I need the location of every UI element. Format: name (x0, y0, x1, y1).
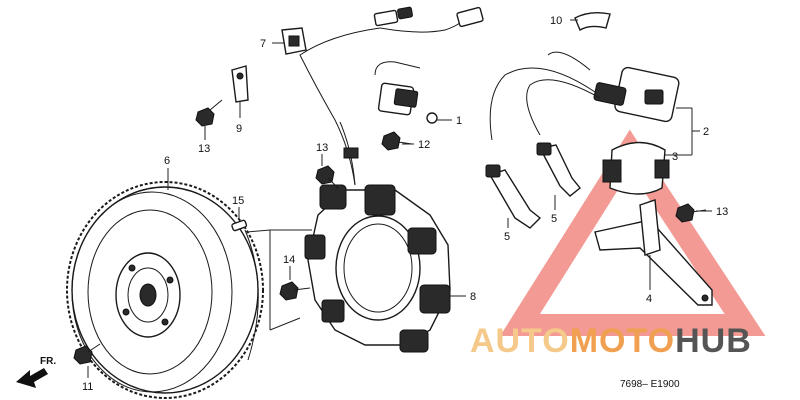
callout-13a: 13 (198, 143, 210, 155)
coil-bracket (602, 141, 670, 195)
callout-3: 3 (672, 151, 678, 163)
callout-14: 14 (283, 254, 295, 266)
bolt-11 (73, 343, 101, 365)
callout-7: 7 (260, 38, 266, 50)
pulser-coil (374, 61, 438, 124)
callout-10: 10 (550, 15, 562, 27)
callout-5b: 5 (551, 213, 557, 225)
plug-cap-left (485, 164, 542, 229)
clamp-9 (231, 65, 249, 103)
bolt-13-mid (315, 165, 339, 189)
callout-5a: 5 (504, 231, 510, 243)
callout-11: 11 (82, 381, 93, 393)
callout-numbers: 1 2 3 4 5 5 6 7 8 9 10 11 12 13 13 13 14… (82, 15, 728, 393)
callout-9: 9 (236, 123, 242, 135)
ignition-coil (489, 51, 680, 141)
callout-13c: 13 (716, 206, 728, 218)
watermark-logo: AUTOMOTOHUB (470, 322, 752, 360)
callout-8: 8 (470, 291, 476, 303)
diagram-code: 7698– E1900 (620, 379, 680, 390)
bolt-13-left (195, 99, 223, 127)
front-direction-marker: FR. (16, 356, 56, 388)
watermark-part1: AUTO (470, 322, 570, 360)
callout-1: 1 (456, 115, 462, 127)
mounting-bracket (594, 199, 713, 306)
watermark-triangle (500, 129, 766, 336)
flywheel (66, 181, 264, 399)
watermark-part2: MOTO (570, 322, 675, 360)
callout-2: 2 (703, 126, 709, 138)
svg-text:AUTOMOTOHUB: AUTOMOTOHUB (470, 322, 752, 360)
dowel-pin-15 (231, 219, 248, 232)
plug-cap-right (536, 142, 581, 197)
callout-15: 15 (232, 195, 244, 207)
front-arrow-icon (16, 368, 48, 388)
stator-harness (299, 6, 484, 186)
leader-lines (87, 19, 712, 378)
bolt-14 (279, 281, 311, 301)
callout-6: 6 (164, 155, 170, 167)
bolt-13-right (675, 203, 707, 223)
clip-10 (574, 11, 611, 32)
callout-4: 4 (646, 293, 652, 305)
callout-13b: 13 (316, 142, 328, 154)
grommet-7 (281, 27, 307, 55)
stator (304, 184, 451, 353)
watermark-part3: HUB (675, 322, 752, 360)
callout-12: 12 (418, 139, 430, 151)
bolt-12 (381, 131, 413, 151)
front-label: FR. (40, 356, 56, 367)
